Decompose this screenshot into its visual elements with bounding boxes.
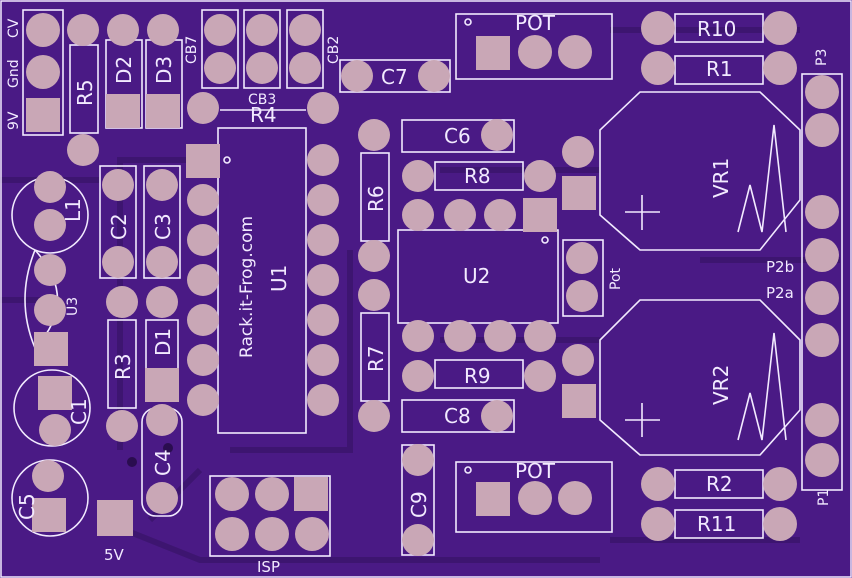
label-r2: R2	[706, 472, 733, 496]
label-p2b: P2b	[766, 258, 794, 276]
silkscreen	[11, 9, 843, 557]
pads	[26, 11, 839, 556]
label-c7: C7	[381, 65, 408, 89]
label-r4: R4	[250, 103, 277, 127]
label-r5: R5	[73, 79, 97, 106]
label-vr2: VR2	[709, 365, 733, 405]
label-c3: C3	[151, 213, 175, 240]
label-u2: U2	[463, 264, 490, 288]
label-c9: C9	[407, 491, 431, 518]
label-r6: R6	[364, 185, 388, 212]
label-5v: 5V	[104, 546, 125, 564]
label-isp: ISP	[257, 558, 280, 576]
label-r10: R10	[697, 17, 736, 41]
label-pot-top: POT	[515, 11, 556, 35]
label-r8: R8	[464, 164, 491, 188]
label-d1: D1	[151, 328, 175, 356]
label-cb2: CB2	[326, 36, 342, 64]
drill-holes	[127, 443, 173, 467]
label-c6: C6	[444, 124, 471, 148]
label-cv: CV	[6, 18, 22, 38]
label-p3: P3	[814, 49, 830, 66]
label-brand: Rack.it-Frog.com	[237, 216, 257, 358]
label-c1: C1	[67, 398, 91, 425]
label-u1: U1	[267, 265, 291, 292]
label-c5: C5	[15, 493, 39, 520]
label-9v: 9V	[6, 111, 22, 130]
label-c4: C4	[151, 449, 175, 476]
label-c8: C8	[444, 404, 471, 428]
label-p1: P1	[816, 489, 832, 506]
label-gnd: Gnd	[6, 59, 22, 88]
label-pot-small: Pot	[608, 267, 624, 290]
label-vr1: VR1	[709, 158, 733, 198]
label-r7: R7	[364, 345, 388, 372]
label-cb3: CB3	[248, 92, 276, 108]
label-c2: C2	[107, 213, 131, 240]
label-p2a: P2a	[766, 284, 794, 302]
silkscreen-labels: CV Gnd 9V R5 D2 D3 CB7 CB3 CB2 C7 POT R1…	[6, 11, 832, 576]
label-r9: R9	[464, 364, 491, 388]
label-r3: R3	[111, 353, 135, 380]
label-pot-bottom: POT	[515, 459, 556, 483]
label-r11: R11	[697, 512, 736, 536]
label-l1: L1	[61, 198, 85, 222]
label-d3: D3	[152, 56, 176, 84]
label-r1: R1	[706, 57, 733, 81]
label-u3: U3	[65, 297, 81, 316]
label-cb7: CB7	[184, 36, 200, 64]
label-d2: D2	[112, 56, 136, 84]
